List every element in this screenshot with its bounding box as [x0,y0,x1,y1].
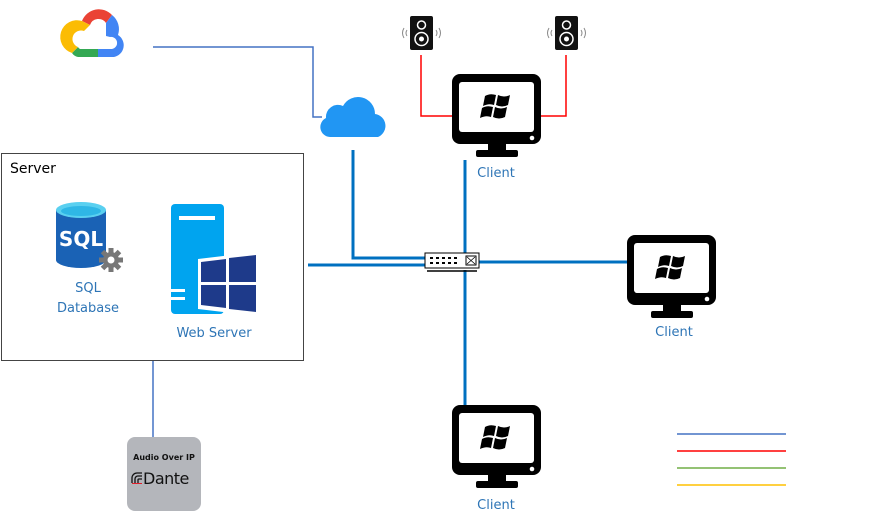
dante-device[interactable]: Audio Over IP Dante [127,437,201,511]
legend [677,433,786,486]
client-right-monitor-icon[interactable] [627,235,716,318]
speaker-left-audio-link [420,55,454,117]
sql-database-label-line2: Database [56,301,120,316]
client-top-monitor-icon[interactable] [452,74,541,157]
client-bottom-label: Client [477,498,515,513]
network-switch-icon[interactable] [424,252,480,272]
dante-logo-icon [131,472,142,484]
speaker-right-audio-link [538,55,567,117]
dante-title: Audio Over IP [133,453,195,462]
svg-text:SQL: SQL [59,227,103,251]
gcp-to-cloud-link [153,46,322,118]
google-cloud-icon [60,9,124,57]
web-server-label: Web Server [176,326,252,341]
cloud-to-switch-link [351,150,426,260]
windows-server-icon[interactable] [171,204,259,314]
server-group: Server SQL SQL Database Web Server [1,153,304,361]
client-top-label: Client [477,166,515,181]
dante-brand: Dante [143,469,189,488]
cloud-icon [320,96,386,137]
speaker-right-icon [547,16,586,50]
client-bottom-monitor-icon[interactable] [452,405,541,488]
server-group-title: Server [10,161,56,177]
client-right-label: Client [655,325,693,340]
sql-database-label-line1: SQL [75,281,101,296]
speaker-left-icon [402,16,441,50]
sql-database-icon[interactable]: SQL [54,202,129,274]
connections [152,46,628,437]
